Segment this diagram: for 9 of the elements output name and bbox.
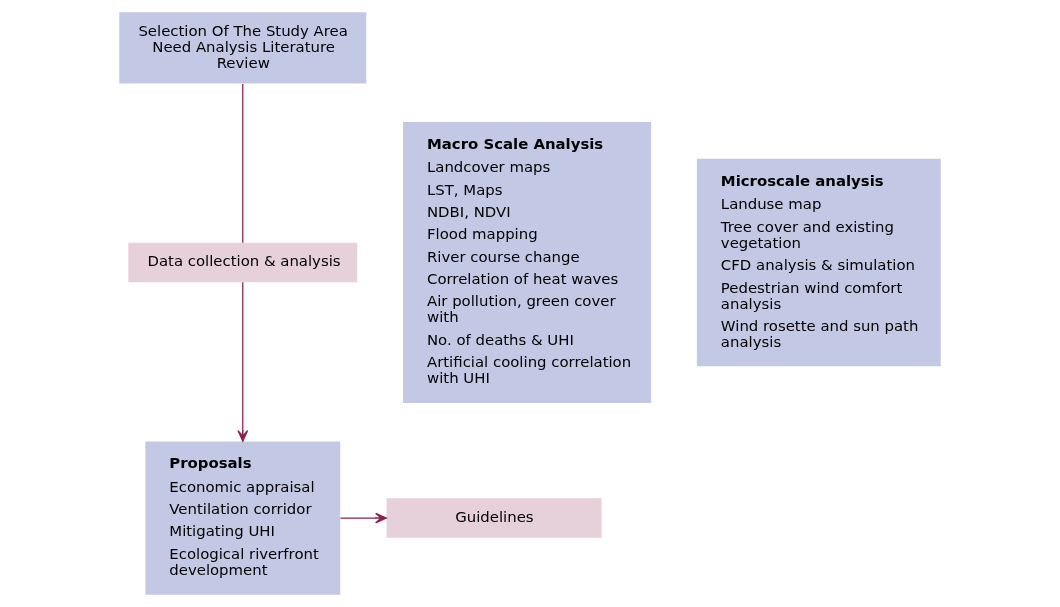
node-box: Macro Scale Analysis Landcover maps LST, Maps NDBI, NDVI Flood mapping River course change Correlation of heat waves Air pollution, green cover with No. of deaths & UHI Artificial cooling correlation with UHI: [403, 121, 652, 404]
node-box: Data collection & analysis: [128, 242, 358, 283]
node-box: Selection Of The Study Area Need Analysis Literature Review: [119, 12, 367, 84]
node-box: Proposals Economic appraisal Ventilation corridor Mitigating UHI Ecological riverfront development: [145, 441, 341, 595]
node-box: Microscale analysis Landuse map Tree cover and existing vegetation CFD analysis & simulation Pedestrian wind comfort analysis Wind rosette and sun path analysis: [696, 158, 941, 367]
node-box: Guidelines: [386, 498, 602, 538]
arrow: [339, 512, 387, 524]
connector: [242, 83, 244, 244]
arrow: [237, 281, 249, 442]
